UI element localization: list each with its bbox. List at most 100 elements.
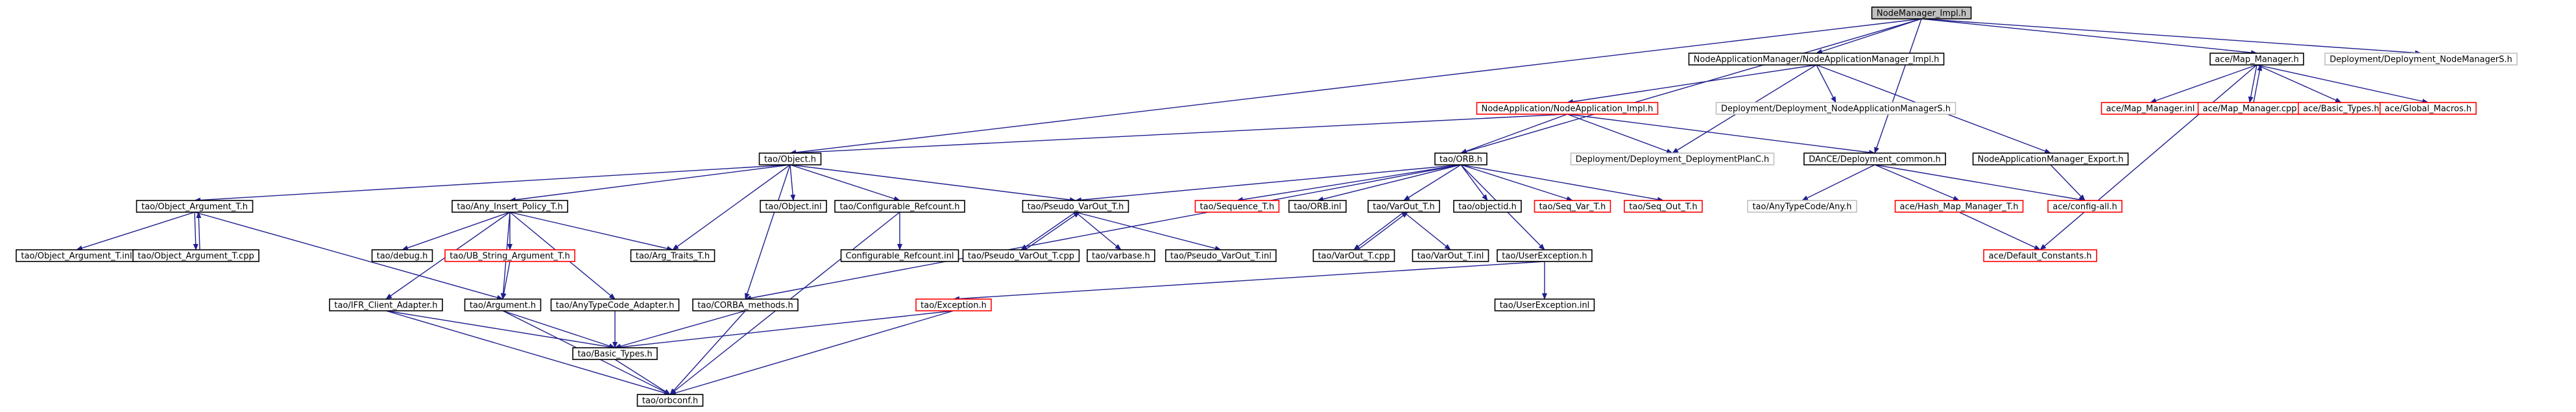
- node-box: [2209, 53, 2304, 66]
- node-mapMgr[interactable]: ace/Map_Manager.h: [2209, 53, 2304, 66]
- node-varOutT[interactable]: tao/VarOut_T.h: [1367, 200, 1440, 213]
- node-mapMgrInl[interactable]: ace/Map_Manager.inl: [2101, 102, 2200, 115]
- node-hashMap[interactable]: ace/Hash_Map_Manager_T.h: [1894, 200, 2024, 213]
- node-box: [1165, 249, 1277, 262]
- node-naImpl[interactable]: NodeApplication/NodeApplication_Impl.h: [1476, 102, 1659, 115]
- node-pseudoVarOut[interactable]: tao/Pseudo_VarOut_T.h: [1022, 200, 1129, 213]
- edge-hashMap-to-defConst: [1958, 212, 2041, 250]
- node-mapMgrCpp[interactable]: ace/Map_Manager.cpp: [2197, 102, 2302, 115]
- node-argument[interactable]: tao/Argument.h: [464, 298, 542, 311]
- edge-ifrClient-to-orbconf: [385, 310, 671, 396]
- node-pseudoVarOutInl[interactable]: tao/Pseudo_VarOut_T.inl: [1165, 249, 1277, 262]
- node-pseudoVarOutCpp[interactable]: tao/Pseudo_VarOut_T.cpp: [962, 249, 1080, 262]
- node-label: tao/CORBA_methods.h: [697, 301, 793, 311]
- node-varOutInl[interactable]: tao/VarOut_T.inl: [1412, 249, 1489, 262]
- node-danceCommon[interactable]: DAnCE/Deployment_common.h: [1803, 152, 1946, 165]
- node-box: [758, 152, 822, 165]
- edge-objArgT-to-argument: [194, 212, 503, 300]
- node-label: ace/config-all.h: [2052, 202, 2117, 212]
- node-root[interactable]: NodeManager_Impl.h: [1871, 6, 1972, 19]
- node-label: tao/debug.h: [377, 252, 428, 261]
- node-label: Deployment/Deployment_NodeManagerS.h: [2329, 55, 2512, 65]
- node-objArgTCpp[interactable]: tao/Object_Argument_T.cpp: [132, 249, 259, 262]
- node-box: [1534, 200, 1611, 213]
- node-box: [1624, 200, 1703, 213]
- node-ifrClient[interactable]: tao/IFR_Client_Adapter.h: [329, 298, 443, 311]
- node-label: tao/varbase.h: [1092, 252, 1150, 261]
- node-box: [630, 249, 716, 262]
- node-objectId[interactable]: tao/objectid.h: [1453, 200, 1522, 213]
- node-seqT[interactable]: tao/Sequence_T.h: [1194, 200, 1280, 213]
- node-label: ace/Default_Constants.h: [1988, 252, 2091, 261]
- node-taoObject[interactable]: tao/Object.h: [758, 152, 822, 165]
- edge-pseudoVarOut-to-varbase: [1075, 212, 1122, 250]
- node-globalMacros[interactable]: ace/Global_Macros.h: [2379, 102, 2477, 115]
- node-depPlanC[interactable]: Deployment/Deployment_DeploymentPlanC.h: [1570, 152, 1775, 165]
- node-depNAMS[interactable]: Deployment/Deployment_NodeApplicationMan…: [1715, 102, 1956, 115]
- node-confRef[interactable]: tao/Configurable_Refcount.h: [834, 200, 965, 213]
- node-box: [1497, 249, 1593, 262]
- node-label: ace/Map_Manager.h: [2215, 55, 2299, 65]
- node-userExc[interactable]: tao/UserException.h: [1497, 249, 1593, 262]
- node-depNMS[interactable]: Deployment/Deployment_NodeManagerS.h: [2324, 53, 2518, 66]
- node-corbaMethods[interactable]: tao/CORBA_methods.h: [692, 298, 799, 311]
- node-objArgT[interactable]: tao/Object_Argument_T.h: [136, 200, 254, 213]
- edge-ubString-to-argument: [501, 261, 511, 300]
- node-label: tao/Arg_Traits_T.h: [636, 252, 710, 261]
- edge-namImpl-to-depNAMS: [1816, 64, 1836, 103]
- node-anyTcAdapter[interactable]: tao/AnyTypeCode_Adapter.h: [550, 298, 680, 311]
- node-namExport[interactable]: NodeApplicationManager_Export.h: [1972, 152, 2129, 165]
- node-basicTypesAce[interactable]: ace/Basic_Types.h: [2298, 102, 2385, 115]
- node-anyInsert[interactable]: tao/Any_Insert_Policy_T.h: [451, 200, 568, 213]
- node-label: tao/Configurable_Refcount.h: [839, 202, 959, 212]
- edge-taoObject-to-confRef: [789, 164, 900, 202]
- node-seqOut[interactable]: tao/Seq_Out_T.h: [1624, 200, 1703, 213]
- edge-exception-to-basicTypesTao: [614, 310, 954, 350]
- node-label: tao/Object_Argument_T.cpp: [138, 252, 254, 261]
- node-varbase[interactable]: tao/varbase.h: [1087, 249, 1155, 262]
- node-userExcInl[interactable]: tao/UserException.inl: [1494, 298, 1595, 311]
- node-taoOrb[interactable]: tao/ORB.h: [1434, 152, 1487, 165]
- node-debug[interactable]: tao/debug.h: [371, 249, 433, 262]
- edge-pseudoVarOut-to-pseudoVarOutCpp: [1020, 212, 1076, 250]
- node-configAll[interactable]: ace/config-all.h: [2047, 200, 2123, 213]
- node-box: [636, 394, 704, 407]
- node-defConst[interactable]: ace/Default_Constants.h: [1983, 249, 2097, 262]
- node-label: tao/VarOut_T.cpp: [1318, 252, 1390, 261]
- node-label: tao/Exception.h: [921, 301, 987, 311]
- edge-basicTypesTao-to-orbconf: [614, 359, 671, 395]
- edge-taoOrb-to-corbaMethods: [745, 164, 1462, 301]
- edge-pseudoVarOut-to-pseudoVarOutInl: [1075, 212, 1222, 251]
- node-label: tao/AnyTypeCode_Adapter.h: [556, 301, 675, 311]
- node-orbconf[interactable]: tao/orbconf.h: [636, 394, 704, 407]
- node-box: [1871, 6, 1972, 19]
- node-label: tao/UserException.inl: [1500, 301, 1590, 311]
- edge-pseudoVarOutCpp-to-pseudoVarOut: [1024, 212, 1080, 250]
- node-objArgTInl[interactable]: tao/Object_Argument_T.inl: [16, 249, 138, 262]
- node-orbInl[interactable]: tao/ORB.inl: [1288, 200, 1347, 213]
- node-label: NodeApplicationManager/NodeApplicationMa…: [1694, 55, 1940, 65]
- node-anyTypeCodeAny[interactable]: tao/AnyTypeCode/Any.h: [1747, 200, 1857, 213]
- node-objInl[interactable]: tao/Object.inl: [760, 200, 827, 213]
- node-seqVar[interactable]: tao/Seq_Var_T.h: [1534, 200, 1611, 213]
- node-namImpl[interactable]: NodeApplicationManager/NodeApplicationMa…: [1688, 53, 1945, 66]
- edge-taoObject-to-argTraits: [672, 164, 791, 250]
- edge-taoObject-to-objArgT: [194, 164, 791, 203]
- node-label: ace/Map_Manager.cpp: [2203, 104, 2297, 114]
- edge-root-to-mapMgr: [1921, 18, 2257, 56]
- edge-danceCommon-to-configAll: [1874, 164, 2086, 202]
- node-ubString[interactable]: tao/UB_String_Argument_T.h: [444, 249, 575, 262]
- node-label: tao/UB_String_Argument_T.h: [450, 252, 570, 261]
- node-exception[interactable]: tao/Exception.h: [915, 298, 992, 311]
- node-label: ace/Global_Macros.h: [2385, 104, 2472, 114]
- node-confRefInl[interactable]: Configurable_Refcount.inl: [840, 249, 959, 262]
- node-basicTypesTao[interactable]: tao/Basic_Types.h: [572, 347, 658, 360]
- edge-naImpl-to-taoOrb: [1460, 114, 1568, 154]
- node-argTraits[interactable]: tao/Arg_Traits_T.h: [630, 249, 716, 262]
- edge-corbaMethods-to-orbconf: [669, 310, 746, 395]
- node-label: tao/UserException.h: [1502, 252, 1587, 261]
- edge-taoOrb-to-orbInl: [1317, 164, 1462, 202]
- node-label: tao/ORB.inl: [1294, 202, 1341, 212]
- node-box: [1570, 152, 1775, 165]
- node-varOutCpp[interactable]: tao/VarOut_T.cpp: [1312, 249, 1395, 262]
